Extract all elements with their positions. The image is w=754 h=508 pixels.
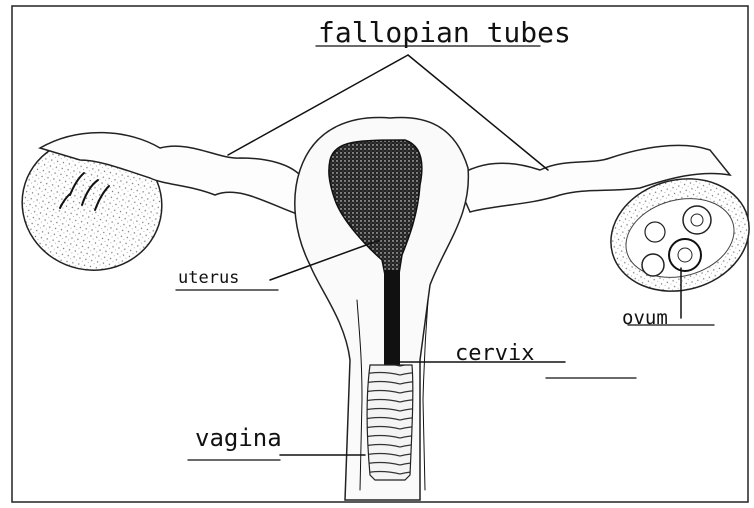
cervical-canal	[384, 270, 400, 365]
label-vagina: vagina	[195, 424, 282, 452]
label-cervix: cervix	[455, 341, 534, 366]
follicle	[642, 254, 664, 276]
ovum-circle	[669, 239, 701, 271]
follicle	[645, 222, 665, 242]
label-uterus: uterus	[178, 268, 239, 288]
label-ovum: ovum	[622, 307, 668, 329]
label-fallopian-tubes: fallopian tubes	[318, 16, 571, 49]
vaginal-canal	[367, 365, 413, 480]
follicle	[683, 206, 711, 234]
